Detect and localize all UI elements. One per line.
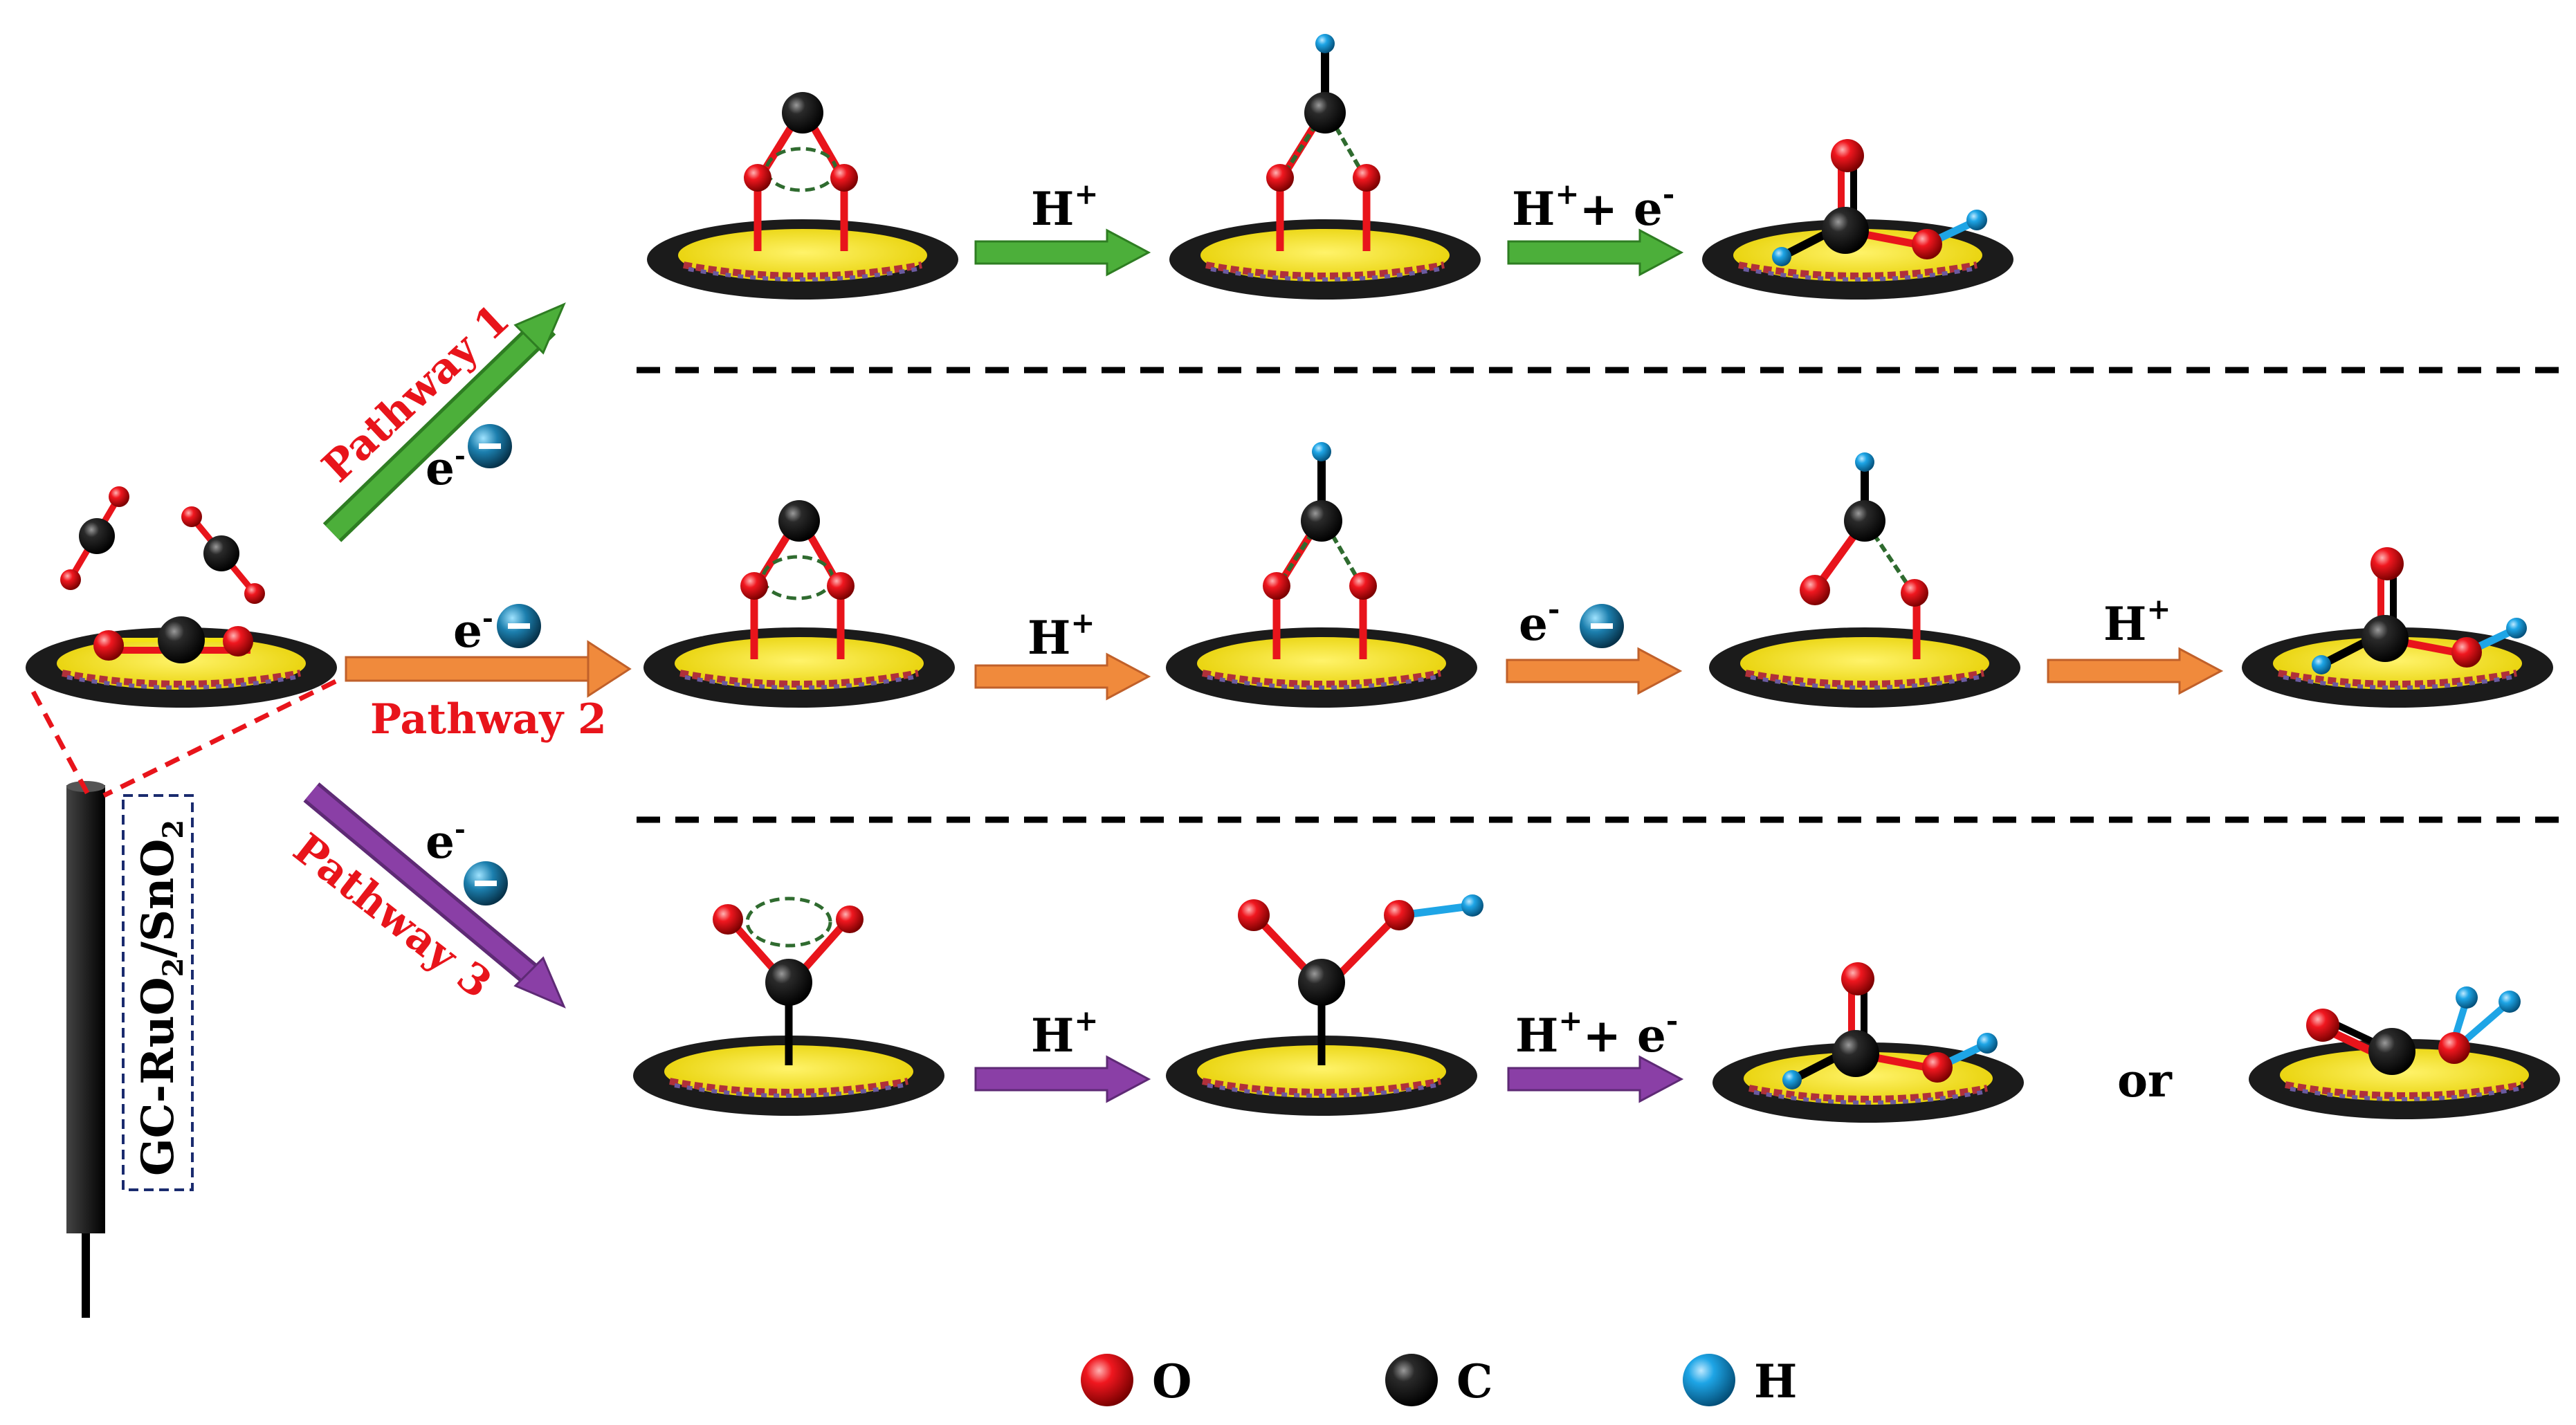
oxygen-atom-icon xyxy=(1081,1354,1133,1406)
free-co2-right xyxy=(181,506,265,604)
pathway1-electron-label: e- xyxy=(426,440,466,495)
pathway3-electron-icon xyxy=(464,861,508,905)
p1-arrow-2 xyxy=(1507,229,1683,276)
pathway2-electron-icon xyxy=(497,604,541,648)
p3-step2-label: H++ e- xyxy=(1515,1004,1678,1063)
pathway3-electron-label: e- xyxy=(426,813,466,869)
pathway2-branch-arrow xyxy=(345,640,632,698)
pathway3-branch-arrow xyxy=(303,782,566,1009)
p3-co-water-product xyxy=(2249,986,2560,1119)
hydrogen-atom-icon xyxy=(1683,1354,1735,1406)
p3-step1-label: H+ xyxy=(1031,1004,1099,1063)
p1-step1-label: H+ xyxy=(1031,177,1099,236)
electrode-rod xyxy=(66,781,105,1318)
legend-carbon: C xyxy=(1385,1354,1493,1408)
legend: O C H xyxy=(1081,1354,1797,1408)
p2-step3-label: H+ xyxy=(2103,592,2171,651)
p2-monodentate-formate xyxy=(1709,452,2020,708)
p1-step2-label: H++ e- xyxy=(1512,177,1674,236)
carbon-atom-icon xyxy=(1385,1354,1438,1406)
or-text: or xyxy=(2117,1054,2173,1107)
p1-arrow-1 xyxy=(974,229,1150,276)
legend-hydrogen: H xyxy=(1683,1354,1797,1408)
p2-step1-label: H+ xyxy=(1027,606,1095,665)
p3-carboxyl-intermediate xyxy=(1166,894,1483,1116)
svg-text:C: C xyxy=(1456,1354,1493,1408)
p2-step2-electron-label: e- xyxy=(1519,592,1560,651)
p1-formic-acid-product xyxy=(1702,139,2013,300)
start-catalyst-disc xyxy=(26,616,337,708)
p2-formic-acid-product xyxy=(2242,547,2553,708)
electrode-label: GC-RuO2/SnO2 xyxy=(132,820,190,1176)
pathway1-branch-arrow xyxy=(322,302,566,542)
p1-bidentate-co2 xyxy=(647,92,958,300)
p3-carbon-bound-co2 xyxy=(633,899,944,1116)
legend-oxygen: O xyxy=(1081,1354,1192,1408)
p3-arrow-1 xyxy=(974,1056,1150,1103)
electrode-zoom-lines xyxy=(30,679,337,798)
p2-bidentate-formate xyxy=(1166,442,1477,708)
pathway2-label: Pathway 2 xyxy=(370,695,607,744)
p2-bidentate-co2 xyxy=(643,500,955,708)
p2-step2-electron-icon xyxy=(1580,604,1624,648)
pathway1-electron-icon xyxy=(468,424,512,468)
p3-formic-acid-product xyxy=(1712,962,2024,1123)
p2-arrow-2 xyxy=(1506,647,1681,695)
free-co2-left xyxy=(60,486,129,590)
electrode-label-box: GC-RuO2/SnO2 xyxy=(122,794,194,1191)
pathway2-electron-label: e- xyxy=(453,603,493,658)
p1-bidentate-formate xyxy=(1169,34,1481,300)
p2-arrow-3 xyxy=(2047,647,2222,695)
svg-text:H: H xyxy=(1754,1354,1797,1408)
p3-arrow-2 xyxy=(1507,1056,1683,1103)
svg-text:O: O xyxy=(1152,1354,1192,1408)
